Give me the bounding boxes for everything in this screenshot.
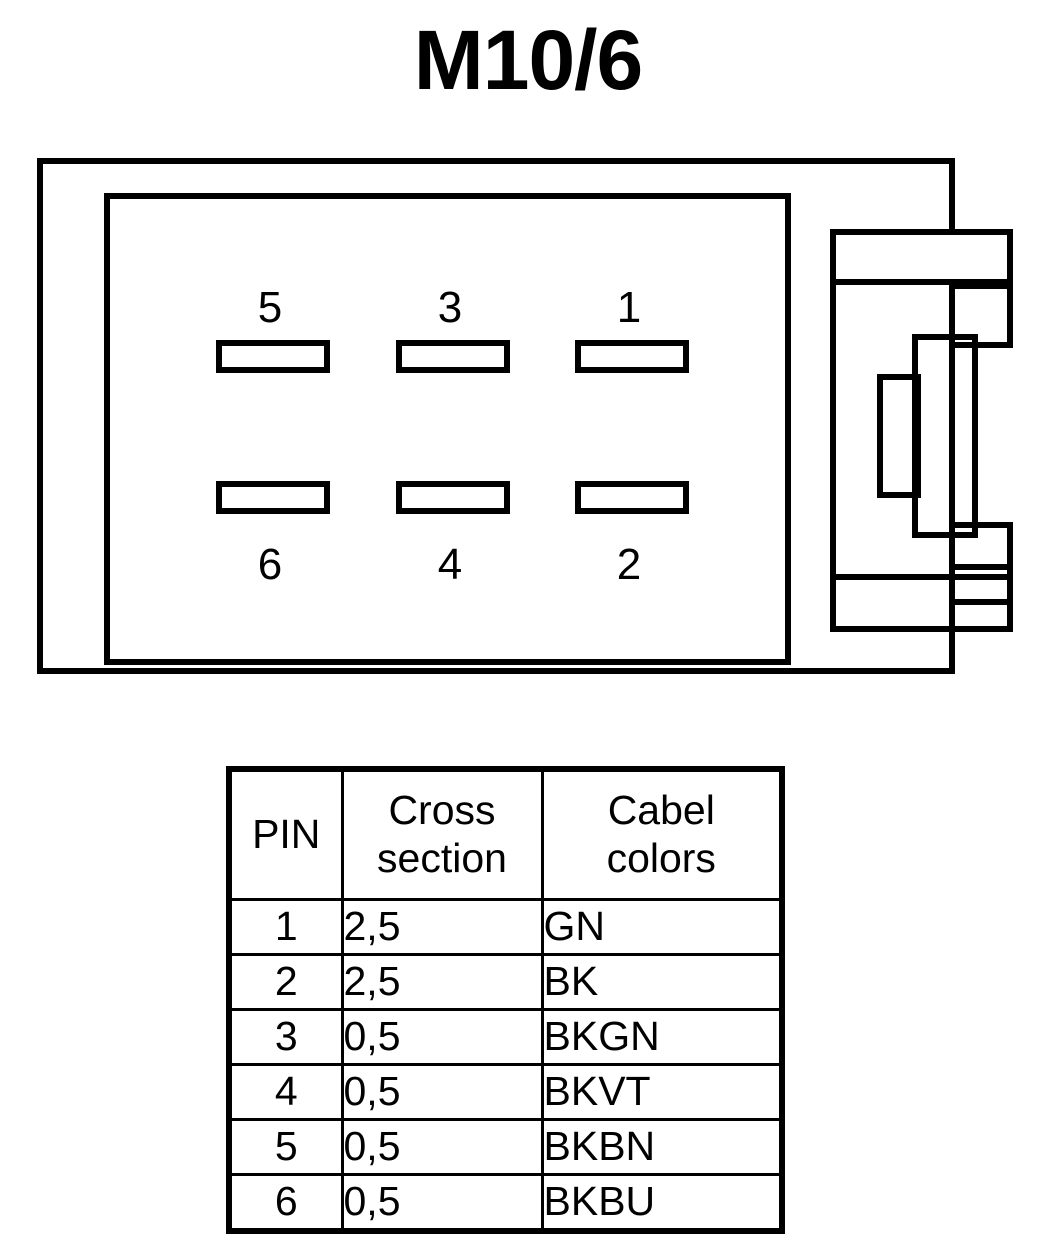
cell-pin: 4 xyxy=(227,1063,344,1121)
cell-cable-color: BKVT xyxy=(540,1063,784,1121)
pin-label-6: 6 xyxy=(258,540,282,589)
cell-pin: 1 xyxy=(227,898,344,956)
pin-slot-5[interactable] xyxy=(216,340,330,373)
cell-cross-section: 0,5 xyxy=(340,1063,544,1121)
pin-slot-6[interactable] xyxy=(216,481,330,514)
latch-outer-arm xyxy=(830,229,1013,632)
cell-cable-color: BKBN xyxy=(540,1118,784,1176)
pin-label-4: 4 xyxy=(438,540,462,589)
pin-label-1: 1 xyxy=(617,283,641,332)
latch-nub-outer xyxy=(912,334,978,538)
latch-nub-inner xyxy=(877,374,921,498)
pin-label-5: 5 xyxy=(258,283,282,332)
column-header-cross-section: Cross section xyxy=(340,767,544,901)
cell-pin: 6 xyxy=(227,1173,344,1233)
page-title: M10/6 xyxy=(413,13,643,107)
cell-cable-color: BKBU xyxy=(540,1173,784,1233)
cell-cable-color: BK xyxy=(540,953,784,1011)
cell-cable-color: GN xyxy=(540,898,784,956)
pin-label-3: 3 xyxy=(438,283,462,332)
pin-slot-3[interactable] xyxy=(396,340,510,373)
cell-cross-section: 2,5 xyxy=(340,953,544,1011)
cell-cross-section: 2,5 xyxy=(340,898,544,956)
connector-svg: 5 3 1 6 4 2 xyxy=(37,158,1013,674)
connector-inner-cavity xyxy=(104,193,791,665)
pin-slot-2[interactable] xyxy=(575,481,689,514)
pin-slot-1[interactable] xyxy=(575,340,689,373)
column-header-pin: PIN xyxy=(227,767,344,901)
cell-pin: 3 xyxy=(227,1008,344,1066)
table-header: PIN Cross section Cabel colors xyxy=(227,767,784,901)
cell-pin: 5 xyxy=(227,1118,344,1176)
connector-diagram: 5 3 1 6 4 2 xyxy=(0,140,1056,720)
cell-cable-color: BKGN xyxy=(540,1008,784,1066)
cell-pin: 2 xyxy=(227,953,344,1011)
cell-cross-section: 0,5 xyxy=(340,1118,544,1176)
connector-outer-housing xyxy=(37,158,1013,674)
pin-slot-4[interactable] xyxy=(396,481,510,514)
column-header-cable-colors: Cabel colors xyxy=(540,767,784,901)
table-header-row: PIN Cross section Cabel colors xyxy=(227,767,784,901)
pin-label-2: 2 xyxy=(617,540,641,589)
cell-cross-section: 0,5 xyxy=(340,1173,544,1233)
cell-cross-section: 0,5 xyxy=(340,1008,544,1066)
latch-body-block xyxy=(830,279,1013,580)
